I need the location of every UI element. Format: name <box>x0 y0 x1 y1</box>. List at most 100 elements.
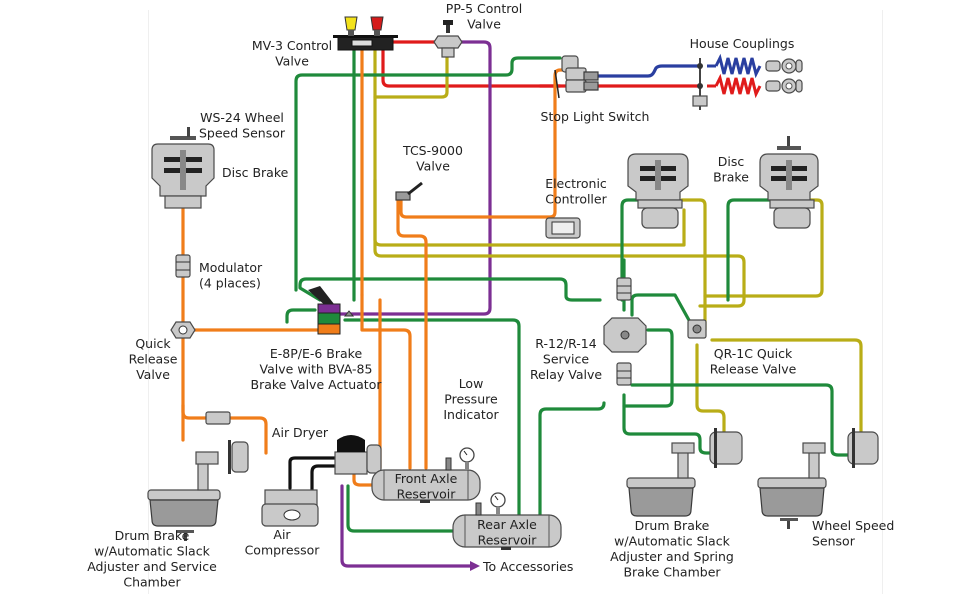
orange-pipe-stoplight <box>399 68 568 219</box>
purple-pipe-accessories <box>340 484 472 568</box>
tcs9000-valve[interactable] <box>395 181 423 201</box>
bva85-actuator-lever[interactable] <box>308 286 334 308</box>
r12-service-relay-valve[interactable] <box>603 317 647 353</box>
green-pipe-leftdisc-left <box>620 198 640 302</box>
label-line: Reservoir <box>478 533 538 548</box>
e8p-brake-valve[interactable] <box>308 286 355 335</box>
label-line: TCS-9000 <box>402 143 463 158</box>
label-line: Air Dryer <box>272 425 329 440</box>
electronic-controller[interactable] <box>545 217 581 239</box>
label-line: Chamber <box>123 575 181 590</box>
air-compressor[interactable] <box>261 489 319 527</box>
yellow-pipe-qr1c-down <box>695 343 726 442</box>
ws24-wheel-speed-sensor[interactable] <box>170 127 196 140</box>
inline-valve-left[interactable] <box>205 411 231 425</box>
stop-light-switch[interactable] <box>554 55 599 99</box>
service-chamber-left[interactable] <box>228 440 249 474</box>
modulator-relay-lower[interactable] <box>616 362 632 386</box>
pp5-control-valve[interactable] <box>433 20 463 58</box>
label-line: Release <box>129 352 178 367</box>
label-line: Quick <box>135 336 171 351</box>
gladhand-blue[interactable] <box>765 58 803 74</box>
drum-brake-left[interactable] <box>147 440 249 541</box>
label-line: Valve <box>136 367 170 382</box>
label-line: Air <box>273 527 291 542</box>
label-line: Front Axle <box>395 471 458 486</box>
mv3-control-valve[interactable] <box>333 16 398 51</box>
label-to-accessories: To Accessories <box>482 559 573 574</box>
label-line: Low <box>459 376 484 391</box>
label-line: Electronic <box>545 176 607 191</box>
label-line: Drum Brake <box>115 528 190 543</box>
label-line: WS-24 Wheel <box>200 110 284 125</box>
mv3-yellow-knob[interactable] <box>344 16 358 31</box>
label-line: Valve <box>416 159 450 174</box>
label-line: Drum Brake <box>635 518 710 533</box>
purple-pipe-pp5 <box>336 40 492 316</box>
label-line: Brake Chamber <box>623 565 721 580</box>
label-line: Rear Axle <box>477 517 537 532</box>
rear-axle-reservoir[interactable] <box>452 492 562 550</box>
right-margin-line <box>882 10 883 594</box>
label-line: w/Automatic Slack <box>614 534 730 549</box>
label-line: Brake <box>713 170 749 185</box>
disc-brake-right[interactable] <box>759 136 819 229</box>
blue-pipe-control <box>593 64 702 78</box>
house-couplings[interactable] <box>692 53 803 110</box>
front-axle-reservoir[interactable] <box>371 447 481 503</box>
label-line: Modulator <box>199 260 263 275</box>
spring-brake-chamber[interactable] <box>709 428 743 468</box>
green-pipe-relay-right <box>622 328 674 408</box>
black-pipe-compressor-2 <box>310 464 338 492</box>
spring-brake-chamber-right[interactable] <box>847 428 879 468</box>
modulator-relay-upper[interactable] <box>616 277 632 301</box>
red-pipe-mv3-trailer <box>381 46 702 88</box>
red-coil <box>714 73 762 99</box>
label-line: Valve <box>275 54 309 69</box>
orange-pipe-front-res <box>360 293 412 470</box>
modulator-left[interactable] <box>175 254 191 278</box>
disc-brake-left[interactable] <box>151 127 215 209</box>
label-line: Disc <box>718 154 745 169</box>
gladhand-red[interactable] <box>765 78 803 94</box>
drum-brake-right[interactable] <box>757 428 879 529</box>
green-pipe-rear-res-2 <box>538 401 606 517</box>
label-line: Speed Sensor <box>199 126 286 141</box>
label-line: PP-5 Control <box>446 1 522 16</box>
quick-release-valve[interactable] <box>170 321 196 339</box>
label-line: Sensor <box>812 534 856 549</box>
label-line: Controller <box>545 192 607 207</box>
orange-pipe-tcs-down <box>396 198 428 470</box>
pressure-gauge-front <box>459 447 475 470</box>
label-line: Adjuster and Spring <box>610 549 734 564</box>
label-air-dryer: Air Dryer <box>272 425 329 440</box>
qr1c-quick-release-valve[interactable] <box>687 319 707 339</box>
green-pipe-rightdisc-left <box>726 198 772 302</box>
yellow-pipe-rightdisc-right <box>703 198 824 298</box>
air-dryer[interactable] <box>334 435 382 475</box>
drum-brake-center[interactable] <box>626 428 743 517</box>
label-modulator: Modulator(4 places) <box>199 260 263 291</box>
green-pipe-lowpressure <box>343 318 521 517</box>
disc-brake-center[interactable] <box>627 153 689 229</box>
mv3-red-knob[interactable] <box>370 16 384 31</box>
black-pipe-compressor-1 <box>288 456 337 490</box>
wheel-speed-sensor-icon <box>780 518 798 529</box>
